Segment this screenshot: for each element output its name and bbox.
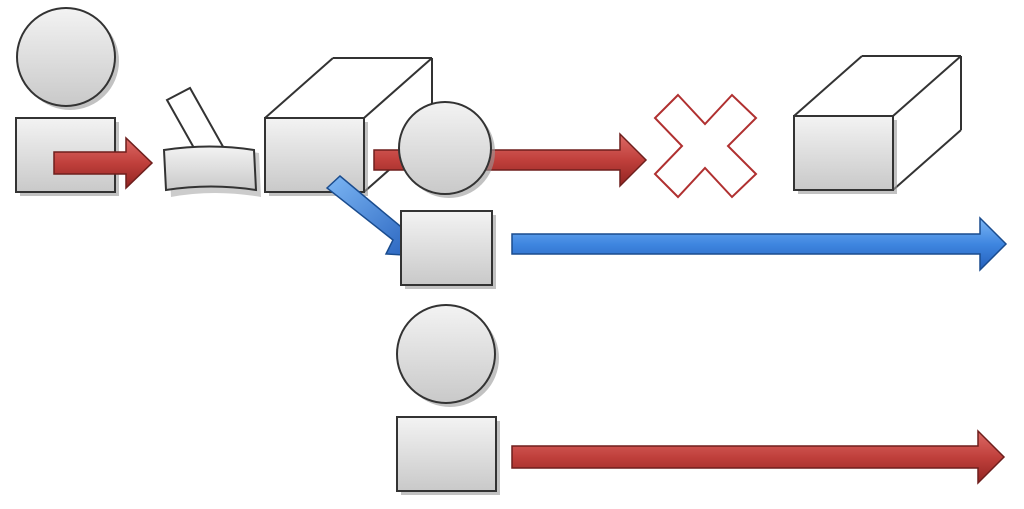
open-box-right [793,55,962,194]
arrow-left-red [53,136,154,190]
person-icon [396,304,500,495]
person-icon [398,101,496,289]
arrow-long-red [511,429,1006,485]
stamp-icon [162,86,261,197]
open-box-icon [793,55,962,194]
cross-icon [653,93,758,199]
open-box [264,57,433,196]
arrow-right-icon [511,429,1006,485]
open-box-icon [264,57,433,196]
arrow-right-icon [511,216,1008,272]
arrow-right-icon [53,136,154,190]
cross [653,93,758,199]
person-bottom [396,304,500,495]
person-center [398,101,496,289]
arrow-long-blue [511,216,1008,272]
stamp [162,86,261,197]
